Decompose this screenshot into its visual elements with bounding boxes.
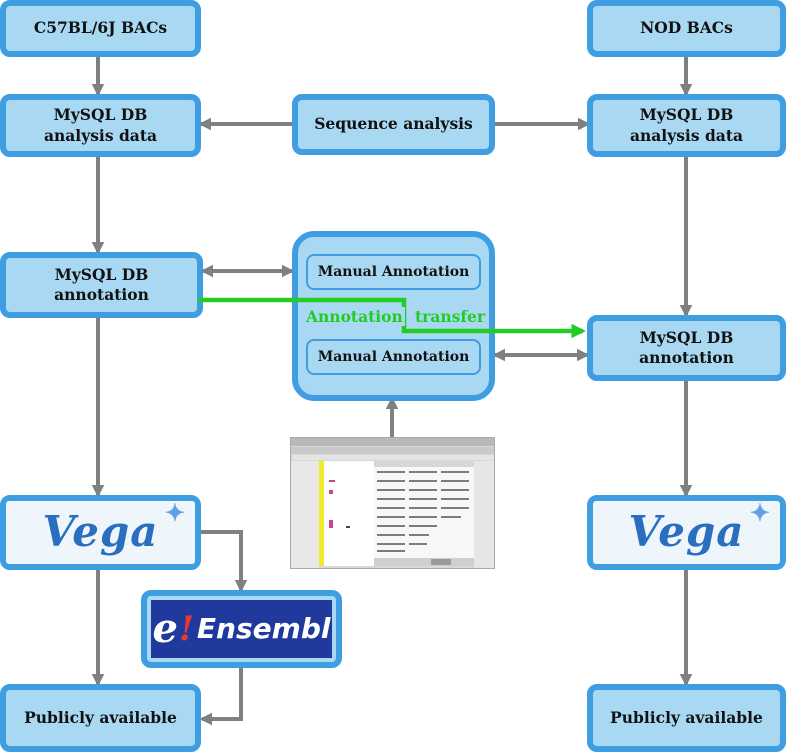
manual-annotation-top: Manual Annotation [306, 254, 481, 290]
nod-bacs-node: NOD BACs [587, 0, 786, 57]
manual-annotation-bottom: Manual Annotation [306, 339, 481, 375]
sequence-analysis-label: Sequence analysis [314, 114, 473, 134]
mysql-annotation-right-label: MySQL DB annotation [639, 327, 734, 367]
vega-right-node: Vega ✦ [587, 495, 786, 570]
arrow-ensembl-to-public [199, 665, 243, 726]
arrow-vega-to-ensembl [201, 530, 248, 593]
star-icon: ✦ [164, 498, 185, 527]
vega-logo-text-left: Vega [42, 507, 159, 557]
publicly-available-right-label: Publicly available [610, 707, 763, 727]
ensembl-logo: e!Ensembl [151, 600, 332, 658]
star-icon: ✦ [749, 498, 770, 527]
mysql-analysis-left-node: MySQL DB analysis data [0, 94, 201, 157]
sequence-analysis-node: Sequence analysis [292, 94, 495, 155]
vega-logo-right: Vega ✦ [593, 498, 780, 564]
publicly-available-right-node: Publicly available [587, 684, 786, 752]
annotation-tool-screenshot [290, 437, 495, 569]
mysql-analysis-right-label: MySQL DB analysis data [629, 105, 744, 145]
mysql-analysis-left-label: MySQL DB analysis data [43, 105, 158, 145]
ensembl-node: e!Ensembl [141, 590, 342, 668]
vega-logo-text-right: Vega [628, 507, 745, 557]
publicly-available-left-label: Publicly available [24, 707, 177, 727]
ensembl-logo-bang: ! [178, 608, 194, 649]
mysql-annotation-right-node: MySQL DB annotation [587, 315, 786, 381]
mysql-analysis-right-node: MySQL DB analysis data [587, 94, 786, 157]
mysql-annotation-left-label: MySQL DB annotation [54, 264, 149, 304]
manual-annotation-top-label: Manual Annotation [317, 264, 470, 280]
mysql-annotation-left-node: MySQL DB annotation [0, 252, 203, 318]
ensembl-logo-text: Ensembl [196, 611, 331, 645]
screenshot-drawing [291, 438, 494, 568]
nod-bacs-label: NOD BACs [640, 18, 733, 38]
ensembl-logo-e: e [152, 605, 178, 652]
c57-bacs-label: C57BL/6J BACs [33, 18, 168, 38]
c57-bacs-node: C57BL/6J BACs [0, 0, 201, 57]
manual-annotation-bottom-label: Manual Annotation [317, 349, 470, 365]
publicly-available-left-node: Publicly available [0, 684, 201, 752]
annotation-transfer-label-right: transfer [413, 307, 488, 326]
vega-left-node: Vega ✦ [0, 495, 201, 570]
vega-logo-left: Vega ✦ [6, 498, 195, 564]
annotation-transfer-label-left: Annotation [304, 307, 405, 326]
